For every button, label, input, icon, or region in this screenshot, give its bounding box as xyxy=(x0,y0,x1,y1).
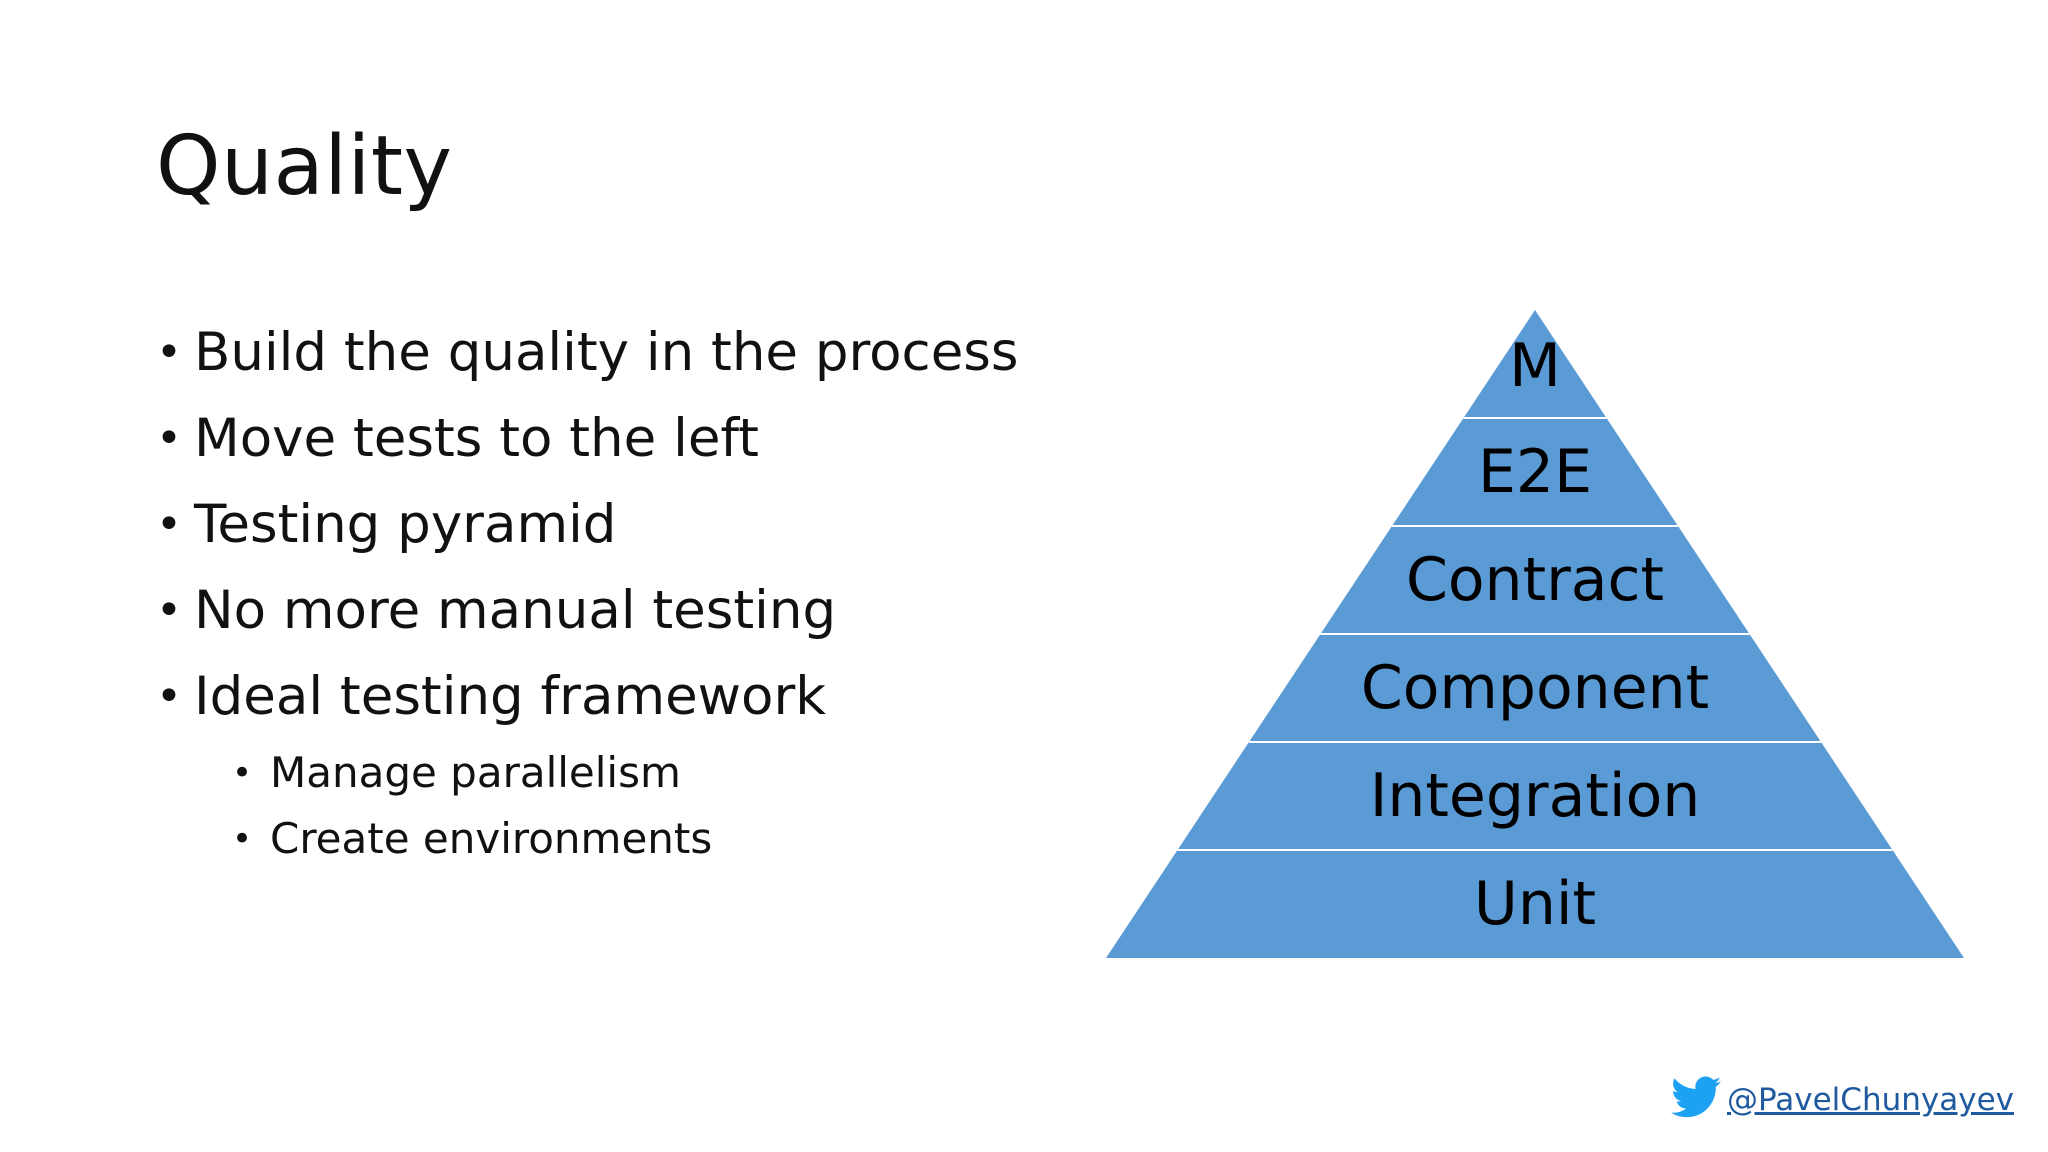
subbullet-text: Create environments xyxy=(270,814,713,863)
subbullet-dot: • xyxy=(232,753,253,793)
bullet-text: No more manual testing xyxy=(194,580,837,641)
twitter-credit[interactable]: @PavelChunyayev xyxy=(1670,1076,2014,1124)
subbullet-item: • Manage parallelism xyxy=(232,740,1076,806)
subbullet-list: • Manage parallelism • Create environmen… xyxy=(232,740,1076,872)
bullet-text: Testing pyramid xyxy=(194,494,617,555)
pyramid-layer-label: Component xyxy=(1361,653,1709,723)
pyramid-layer-label: E2E xyxy=(1478,437,1592,507)
bullet-item: • Testing pyramid xyxy=(156,482,1076,568)
bullet-dot: • xyxy=(156,327,182,378)
bullet-text: Move tests to the left xyxy=(194,408,759,469)
bullet-dot: • xyxy=(156,499,182,550)
pyramid-layer-label: Contract xyxy=(1406,545,1664,615)
subbullet-dot: • xyxy=(232,819,253,859)
bullet-dot: • xyxy=(156,671,182,722)
bullet-item: • Ideal testing framework xyxy=(156,654,1076,740)
bullet-text: Build the quality in the process xyxy=(194,322,1019,383)
bullet-item: • Move tests to the left xyxy=(156,396,1076,482)
pyramid-layer-label: Unit xyxy=(1474,869,1596,939)
bullet-text: Ideal testing framework xyxy=(194,666,826,727)
bullet-item: • No more manual testing xyxy=(156,568,1076,654)
subbullet-item: • Create environments xyxy=(232,806,1076,872)
subbullet-text: Manage parallelism xyxy=(270,748,681,797)
pyramid-layer-label: Integration xyxy=(1370,761,1701,831)
pyramid-layer-label: M xyxy=(1509,331,1561,401)
twitter-handle-link[interactable]: @PavelChunyayev xyxy=(1726,1082,2014,1118)
bullet-dot: • xyxy=(156,585,182,636)
slide-title: Quality xyxy=(156,119,453,214)
bullet-dot: • xyxy=(156,413,182,464)
bullet-list: • Build the quality in the process • Mov… xyxy=(156,310,1076,872)
bullet-item: • Build the quality in the process xyxy=(156,310,1076,396)
twitter-bird-icon xyxy=(1670,1076,1721,1124)
